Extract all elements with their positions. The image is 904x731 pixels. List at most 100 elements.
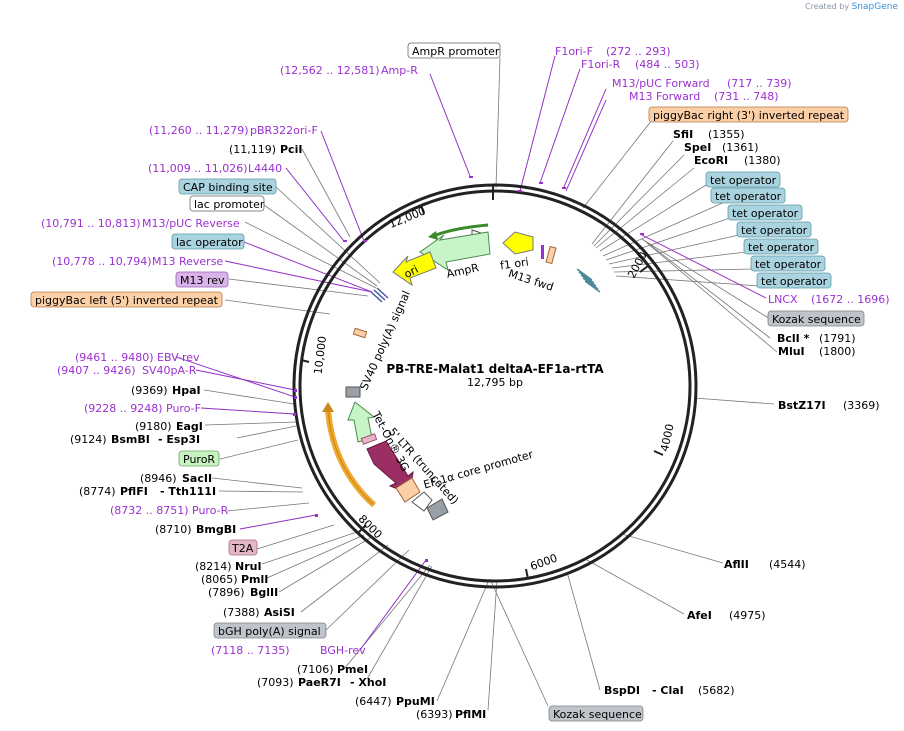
asi-label: AsiSI [264,606,295,619]
plasmid-size: 12,795 bp [467,376,523,389]
tick-12000: 12,000 [387,204,428,230]
tet-operator-stack [576,268,601,293]
f1orif-label: F1ori-F [555,45,593,58]
bsm-label: BsmBI [111,433,150,446]
ampr-direction-head [428,231,438,240]
f1ori-arrow [502,231,534,255]
lncx-label: LNCX [768,293,798,306]
pml-label: PmlI [241,573,268,586]
spe-label: SpeI [684,141,711,154]
bsp-label: BspDI [604,684,640,697]
purorev-label: Puro-R [192,504,229,517]
m13pucr-label: M13/pUC Reverse [142,217,240,230]
afe-pos: (4975) [729,609,766,622]
cap-label: CAP binding site [183,181,273,194]
eco-label: EcoRI [694,154,728,167]
sv40-label: SV40 poly(A) signal [357,289,413,392]
tetop-label-3: tet operator [732,207,799,220]
sv40pa-box [345,386,361,398]
credit-text: Created by [805,2,850,11]
primer-marks [293,176,644,562]
t2a-box [360,433,378,445]
m13fwd-label: M13 fwd [507,267,555,294]
m13pucr-pos: (10,791 .. 10,813) [41,217,141,230]
tetop-label-4: tet operator [741,224,808,237]
bcl-pos: (1791) [819,332,856,345]
lacpro-label: lac promoter [194,198,265,211]
tetop-label-1: tet operator [710,174,777,187]
cla-label: - ClaI [652,684,684,697]
backbone-inner [298,189,692,583]
pb-right-label: piggyBac right (3') inverted repeat [653,109,845,122]
ampr-primer-label: Amp-R [381,64,418,77]
bghrev-label: BGH-rev [320,644,366,657]
pfl1-label: PflFI [120,485,148,498]
mlu-label: MluI [778,345,805,358]
afe-label: AfeI [687,609,712,622]
pb-left-label: piggyBac left (5') inverted repeat [35,294,219,307]
tick-6000: 6000 [528,551,559,573]
snapgene-credit: Created by SnapGene [805,2,898,12]
tick-4000: 4000 [658,423,677,453]
plasmid-name: PB-TRE-Malat1 deltaA-EF1a-rtTA [386,362,604,376]
purorev-pos: (8732 .. 8751) [110,504,189,517]
sfi-pos: (1355) [708,128,745,141]
m13fwd-box [545,245,557,265]
ef1a-arrow [411,491,433,512]
pme-label: PmeI [337,663,368,676]
pme-pos: (7106) [297,663,334,676]
ef1a-label: EF-1α core promoter [422,448,535,492]
afl-label: AflII [724,558,749,571]
bmg-label: BmgBI [196,523,236,536]
lncx-pos: (1672 .. 1696) [811,293,890,306]
m13r-pos: (10,778 .. 10,794) [52,255,152,268]
tick-marks [300,186,664,580]
feature-arrows [322,223,601,521]
m13rev-label: M13 rev [180,274,225,287]
pfl1-pos: (8774) [79,485,116,498]
m13r-label: M13 Reverse [152,255,223,268]
t2a-label: T2A [231,542,254,555]
puro-arc-head [322,402,334,412]
sv40pa-label: SV40pA-R [142,364,197,377]
ori-arrow [392,251,437,287]
eag-pos: (9180) [135,420,172,433]
tetop-label-7: tet operator [761,275,828,288]
kozak2-label: Kozak sequence [553,708,642,721]
nru-label: NruI [235,560,262,573]
hpa-pos: (9369) [131,384,168,397]
pfl-label: PflMI [455,708,486,721]
lac-region-marks [370,287,389,303]
ampr-primer-pos: (12,562 .. 12,581) [280,64,380,77]
spe-pos: (1361) [722,141,759,154]
bcl-label: BclI * [777,332,810,345]
tth-label: - Tth111I [160,485,216,498]
f1orir-label: F1ori-R [581,58,621,71]
pae-pos: (7093) [257,676,294,689]
bgh-label: bGH poly(A) signal [218,625,321,638]
bst-label: BstZ17I [778,399,826,412]
esp-label: - Esp3I [158,433,200,446]
backbone-outer [292,183,698,589]
mlu-pos: (1800) [819,345,856,358]
ampr-direction-arrow [435,223,489,237]
f1orir-pos: (484 .. 503) [635,58,700,71]
xho-label: - XhoI [350,676,386,689]
bghrev-pos: (7118 .. 7135) [211,644,290,657]
sv40pa-pos: (9407 .. 9426) [57,364,136,377]
lacop-label: lac operator [176,236,243,249]
hpa-label: HpaI [172,384,201,397]
ampr-arrow [419,231,491,272]
l4440-label: L4440 [248,162,282,175]
bgl-label: BglII [250,586,278,599]
pfl-pos: (6393) [416,708,453,721]
tick-10000: 10,000 [312,335,330,375]
pci-pos: (11,119) [229,143,276,156]
m13f-pos: (731 .. 748) [714,90,779,103]
puror-label: PuroR [183,453,215,466]
afl-pos: (4544) [769,558,806,571]
feature-boxes [30,42,865,722]
ori-label: ori [402,263,421,281]
m13f-label: M13 Forward [629,90,700,103]
